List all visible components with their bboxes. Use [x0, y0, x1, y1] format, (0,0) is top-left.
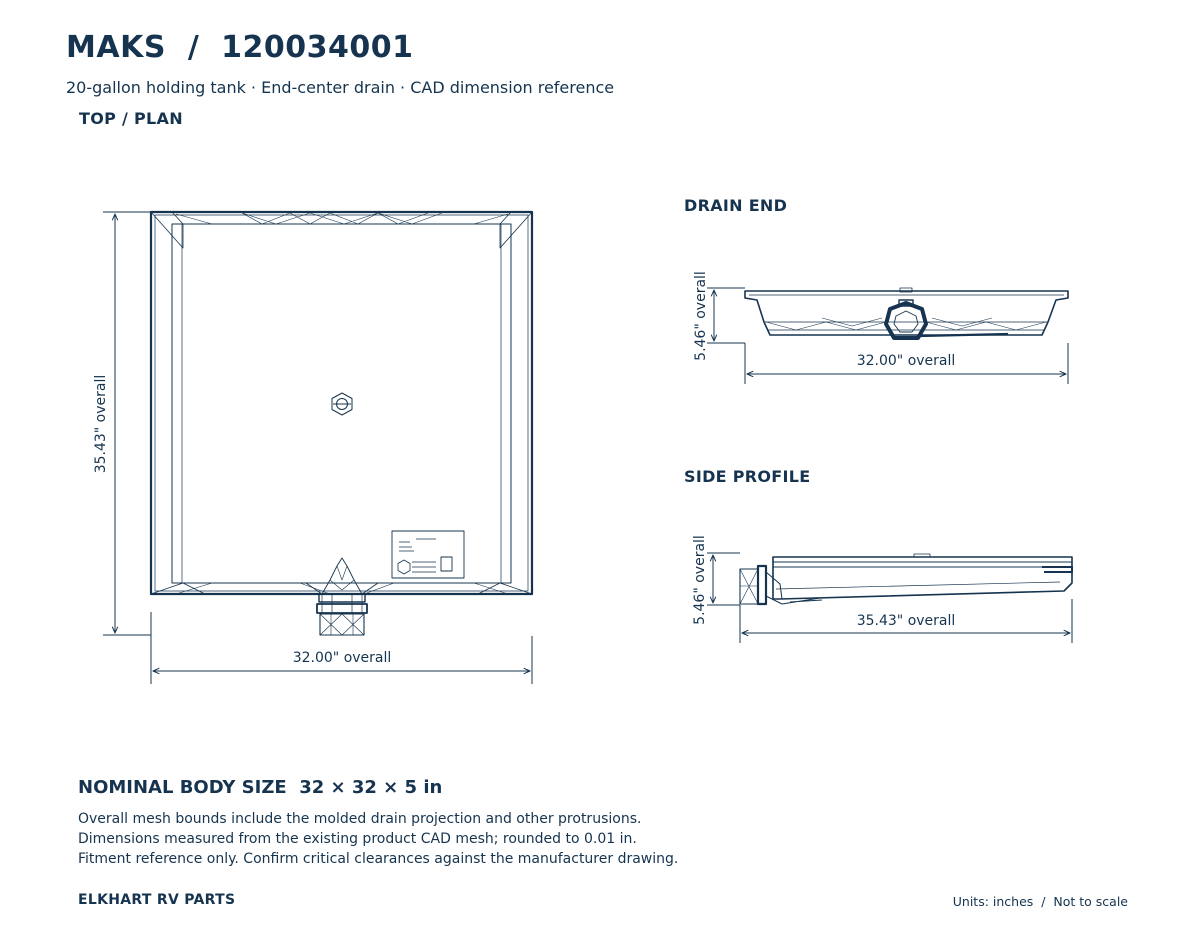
note-line: Dimensions measured from the existing pr…: [78, 831, 637, 847]
plan-height-dimension: [103, 211, 151, 636]
page-subtitle: 20-gallon holding tank · End-center drai…: [66, 78, 615, 97]
notes-block: Overall mesh bounds include the molded d…: [78, 809, 678, 869]
plan-view-tank: [149, 210, 534, 636]
units-note: Units: inches / Not to scale: [952, 894, 1128, 909]
side-profile-height-label: 5.46" overall: [692, 535, 708, 625]
drain-end-view-label: DRAIN END: [684, 196, 788, 215]
brand-name: ELKHART RV PARTS: [78, 892, 236, 908]
plan-height-label: 35.43" overall: [93, 375, 109, 474]
side-profile-view-tank: [739, 553, 1073, 606]
nominal-body-size: NOMINAL BODY SIZE 32 × 32 × 5 in: [78, 777, 443, 798]
drain-end-height-dimension: [707, 287, 745, 344]
note-line: Overall mesh bounds include the molded d…: [78, 811, 642, 827]
plan-width-dimension: [150, 612, 533, 684]
side-profile-height-dimension: [707, 552, 740, 606]
drain-end-height-label: 5.46" overall: [693, 271, 709, 361]
plan-width-label: 32.00" overall: [293, 650, 392, 666]
page-title: MAKS / 120034001: [66, 30, 414, 65]
drain-end-width-label: 32.00" overall: [857, 353, 956, 369]
side-profile-view-label: SIDE PROFILE: [684, 467, 811, 486]
drain-end-view-tank: [744, 287, 1069, 340]
side-profile-length-dimension: [739, 599, 1073, 643]
note-line: Fitment reference only. Confirm critical…: [78, 851, 679, 867]
drain-end-width-dimension: [744, 343, 1069, 384]
plan-view-label: TOP / PLAN: [79, 109, 183, 128]
side-profile-length-label: 35.43" overall: [857, 613, 956, 629]
